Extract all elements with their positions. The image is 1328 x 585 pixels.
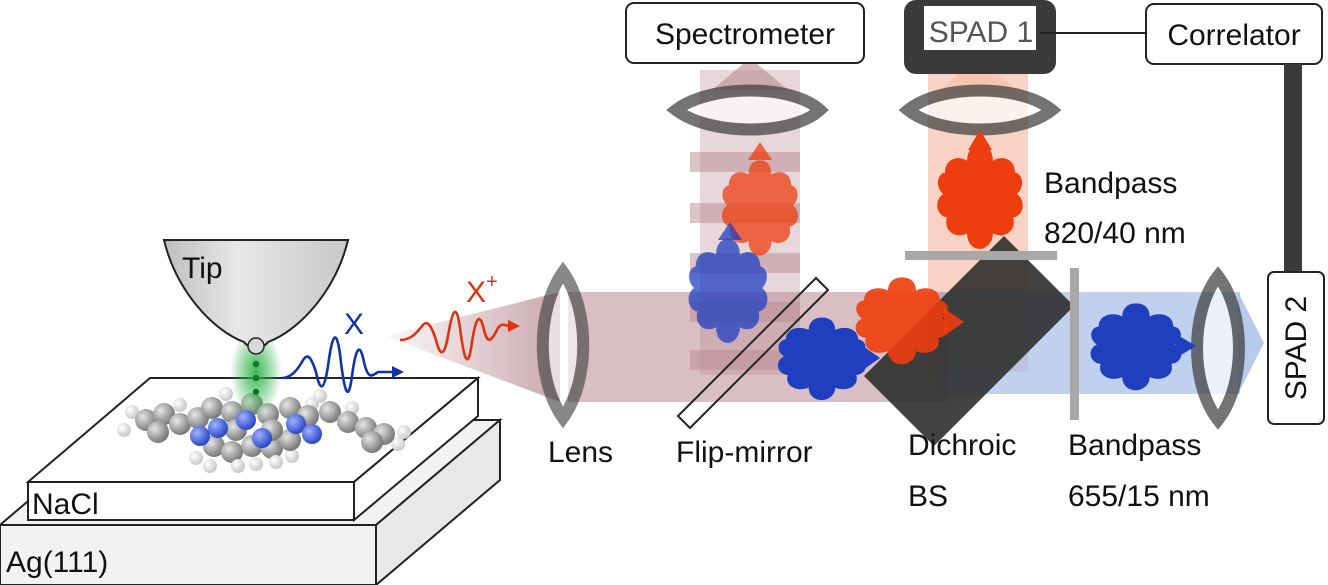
nacl-label: NaCl <box>32 488 99 521</box>
bandpass-red-label-line2: 820/40 nm <box>1044 217 1186 250</box>
bandpass-red-label-line1: Bandpass <box>1044 167 1177 200</box>
stm-tip: Tip <box>162 239 350 418</box>
ag-label: Ag(111) <box>6 546 108 579</box>
bandpass-blue-label-line1: Bandpass <box>1068 429 1201 462</box>
dichroic-label-line2: BS <box>908 480 948 513</box>
spectrometer-beam-arrowhead <box>712 58 788 90</box>
bandpass-filter-blue <box>1070 268 1079 420</box>
nacl-front <box>27 481 355 521</box>
dichroic-bs <box>864 236 1074 446</box>
molecule <box>117 387 411 473</box>
correlator-label: Correlator <box>1167 19 1300 52</box>
trion-wave: X+ <box>399 271 520 361</box>
spad1-lens <box>898 84 1062 136</box>
spad1: SPAD 1 <box>904 0 1056 74</box>
ag-front <box>0 524 377 585</box>
spad2-lens <box>1191 266 1245 430</box>
exciton-wave: X <box>281 308 404 393</box>
correlator-spad2-cable <box>1284 64 1302 274</box>
spectrometer-lens <box>666 84 829 136</box>
lens-label: Lens <box>548 436 613 469</box>
photons <box>688 130 1196 401</box>
tip-label: Tip <box>182 252 223 285</box>
flip-mirror[interactable] <box>676 276 830 430</box>
tip-glow <box>230 326 282 418</box>
dichroic-label-line1: Dichroic <box>908 429 1016 462</box>
bandpass-blue-label-line2: 655/15 nm <box>1068 480 1210 513</box>
spad2-beam-arrowhead <box>1238 292 1264 394</box>
exciton-label: X <box>344 308 364 341</box>
flip-mirror-label: Flip-mirror <box>676 436 813 469</box>
bandpass-filter-red <box>905 251 1057 260</box>
trion-label: X+ <box>466 271 498 309</box>
lens <box>536 261 590 429</box>
spectrometer-label: Spectrometer <box>655 18 835 51</box>
spectrometer: Spectrometer <box>625 2 865 64</box>
spad2-label: SPAD 2 <box>1280 296 1313 401</box>
spad1-label: SPAD 1 <box>929 16 1034 49</box>
spad2: SPAD 2 <box>1267 271 1325 425</box>
correlator: Correlator <box>1145 3 1323 65</box>
